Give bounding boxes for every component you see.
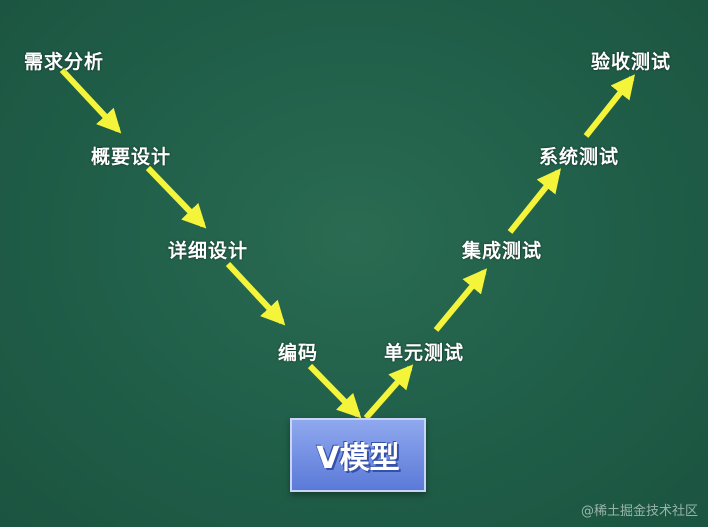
node-integration-testing: 集成测试 bbox=[462, 240, 543, 262]
node-unit-testing: 单元测试 bbox=[384, 342, 465, 364]
node-detailed-design: 详细设计 bbox=[168, 240, 249, 262]
arrow-req-to-hld bbox=[59, 67, 122, 134]
arrow-hld-to-lld bbox=[145, 165, 207, 229]
v-model-label: V模型 bbox=[316, 441, 400, 476]
node-system-testing: 系统测试 bbox=[539, 146, 620, 168]
node-acceptance-testing: 验收测试 bbox=[591, 51, 672, 73]
arrow-integ-to-sys bbox=[507, 168, 561, 234]
node-high-level-design: 概要设计 bbox=[91, 146, 172, 168]
node-coding: 编码 bbox=[278, 342, 319, 364]
arrow-vmodel-to-unit bbox=[363, 364, 414, 420]
watermark: @稀土掘金技术社区 bbox=[580, 504, 698, 519]
arrow-lld-to-code bbox=[225, 261, 286, 326]
arrow-sys-to-accept bbox=[583, 74, 635, 138]
arrow-unit-to-integ bbox=[433, 268, 488, 332]
arrow-code-to-vmodel bbox=[307, 363, 362, 419]
v-model-box: V模型 bbox=[290, 418, 426, 492]
node-requirements-analysis: 需求分析 bbox=[24, 51, 105, 73]
